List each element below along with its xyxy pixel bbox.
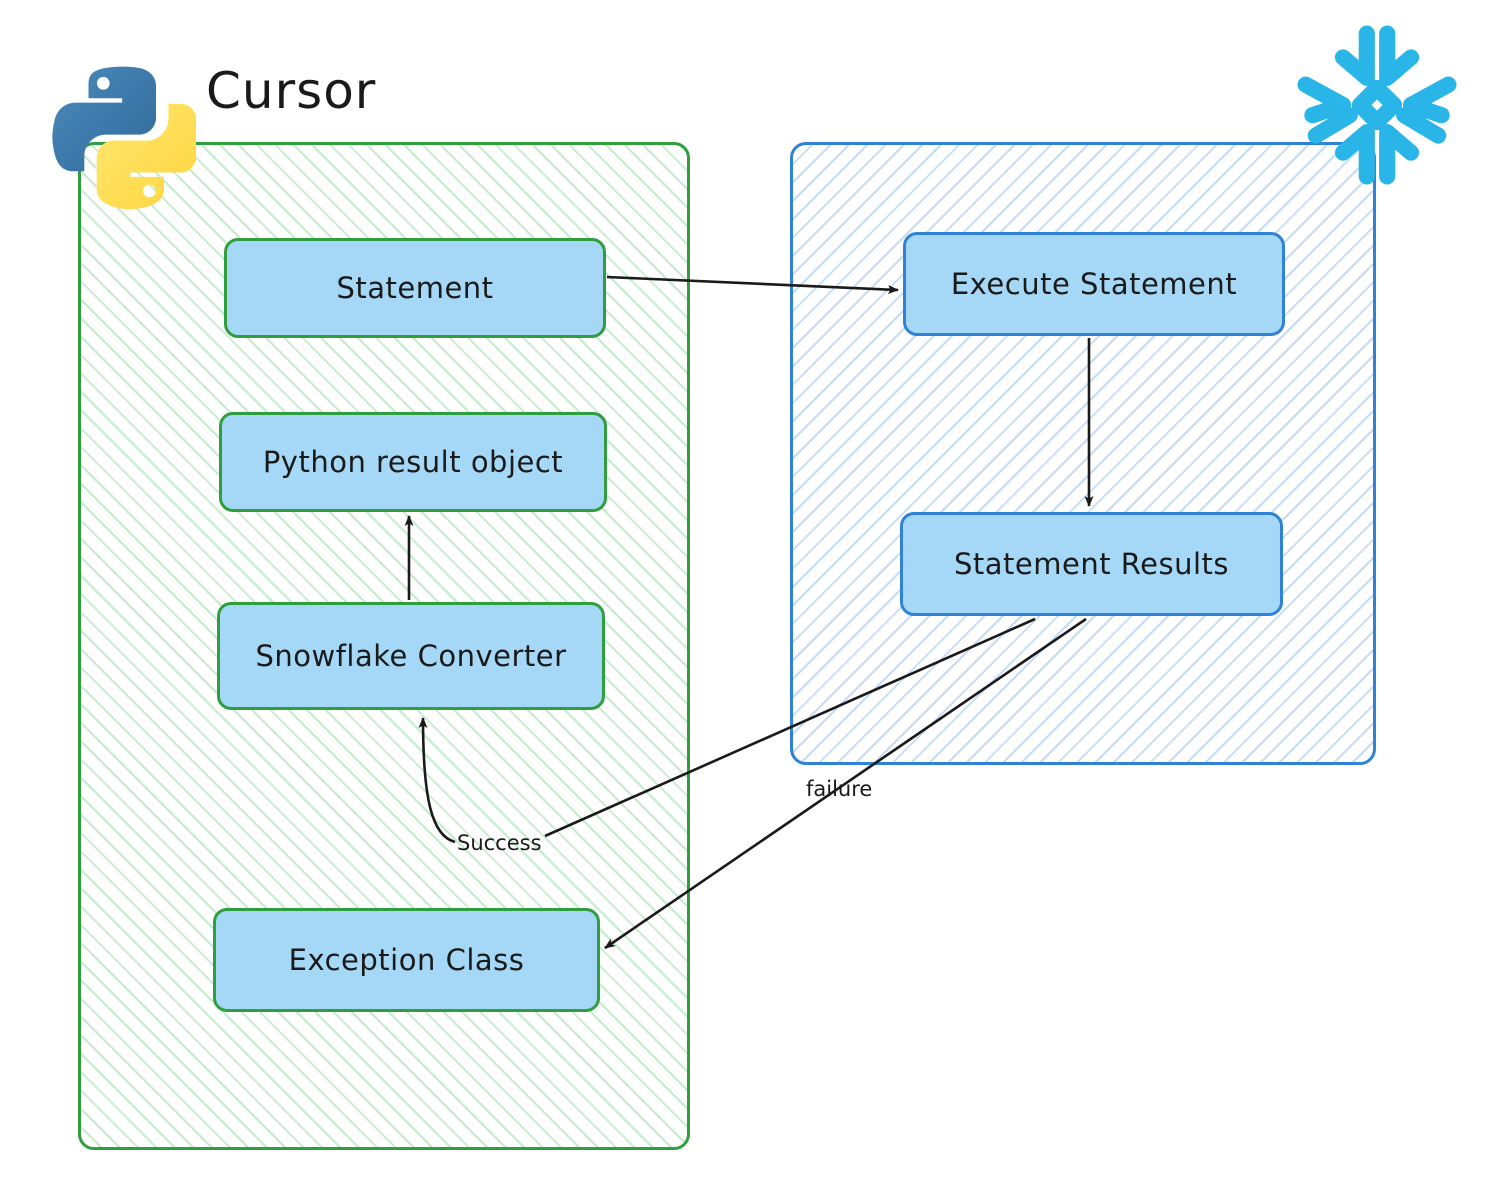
node-snowflake-converter-label: Snowflake Converter [255, 639, 567, 673]
edge-label-failure: failure [806, 777, 873, 801]
node-statement-results-label: Statement Results [953, 547, 1230, 581]
node-statement-label: Statement [336, 271, 494, 305]
page-title: Cursor [206, 62, 377, 120]
node-statement[interactable]: Statement [224, 238, 606, 338]
node-python-result-object[interactable]: Python result object [219, 412, 607, 512]
snowflake-logo-icon [1297, 25, 1457, 185]
node-snowflake-converter[interactable]: Snowflake Converter [217, 602, 605, 710]
node-statement-results[interactable]: Statement Results [900, 512, 1283, 616]
node-execute-statement-label: Execute Statement [950, 267, 1238, 301]
node-exception-class[interactable]: Exception Class [213, 908, 600, 1012]
node-execute-statement[interactable]: Execute Statement [903, 232, 1285, 336]
edge-label-success: Success [457, 831, 542, 855]
python-logo-icon [52, 66, 196, 210]
node-python-result-object-label: Python result object [262, 445, 564, 479]
node-exception-class-label: Exception Class [288, 943, 525, 977]
